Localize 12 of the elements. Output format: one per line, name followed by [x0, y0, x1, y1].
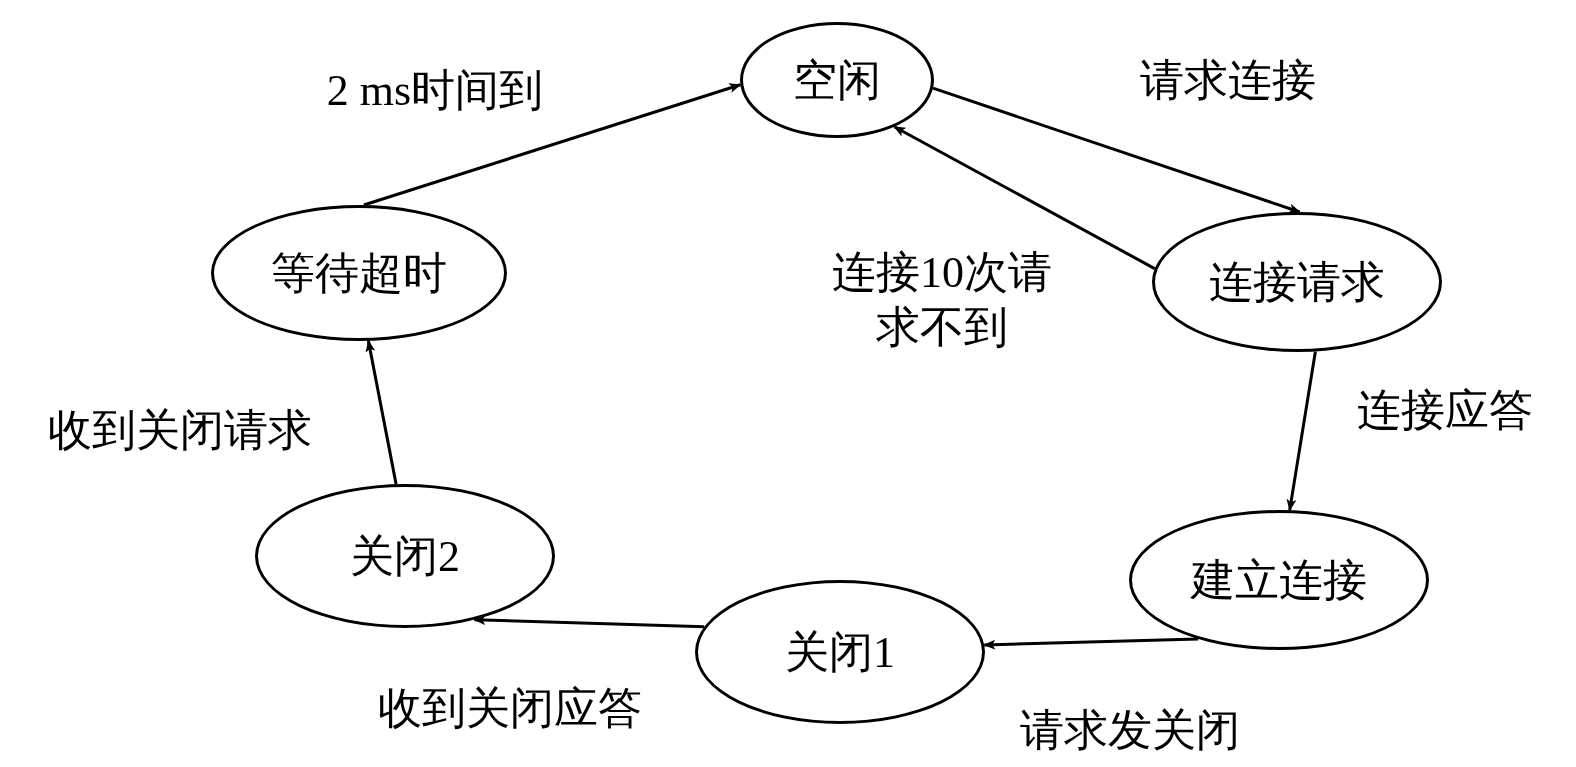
arrow	[1286, 351, 1317, 512]
arrow	[363, 83, 742, 207]
arrow	[932, 86, 1301, 214]
state-label: 等待超时	[271, 247, 447, 300]
arrow	[983, 637, 1199, 650]
arrow	[365, 339, 398, 485]
state-label: 连接请求	[1209, 256, 1385, 309]
state-label: 空闲	[793, 54, 881, 107]
arrow	[893, 125, 1156, 270]
state-label: 关闭1	[785, 626, 895, 679]
state-label: 关闭2	[350, 530, 460, 583]
state-label: 建立连接	[1191, 554, 1367, 607]
